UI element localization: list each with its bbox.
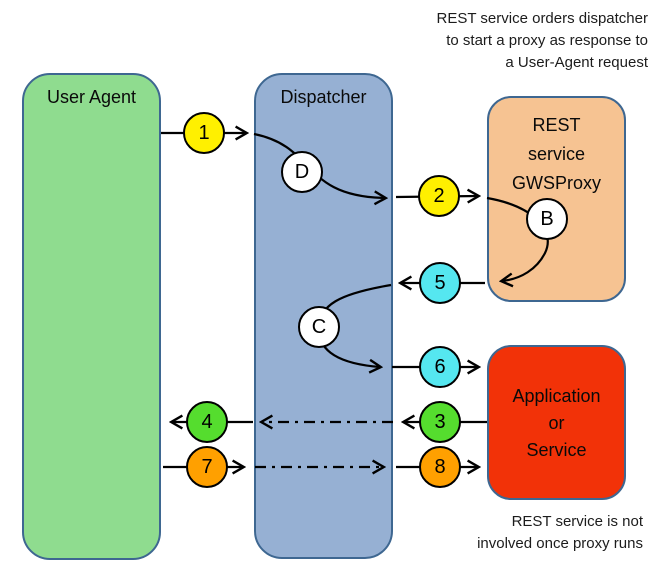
step-6-badge: 6: [419, 346, 461, 388]
bottom-right-annotation: REST service is not involved once proxy …: [343, 511, 643, 555]
annotation-line: to start a proxy as response to: [446, 32, 648, 49]
annotation-line: REST service orders dispatcher: [436, 10, 648, 27]
step-1-badge: 1: [183, 112, 225, 154]
marker-b-badge: B: [526, 198, 568, 240]
marker-c-badge: C: [298, 306, 340, 348]
application-label-line: Service: [526, 440, 587, 460]
application-box: Application or Service: [487, 345, 626, 500]
top-right-annotation: REST service orders dispatcher to start …: [328, 8, 648, 74]
rest-service-label-line: REST: [532, 115, 581, 135]
application-label-line: or: [548, 413, 565, 433]
application-label-line: Application: [512, 386, 601, 406]
arrow-marker-b-curve: [486, 196, 549, 281]
step-5-badge: 5: [419, 262, 461, 304]
user-agent-label: User Agent: [46, 87, 137, 107]
annotation-line: REST service is not: [511, 513, 643, 530]
step-3-badge: 3: [419, 401, 461, 443]
rest-service-label-line: service: [527, 144, 585, 164]
step-8-badge: 8: [419, 446, 461, 488]
dispatcher-label: Dispatcher: [280, 87, 367, 107]
rest-service-label-line: GWSProxy: [511, 173, 601, 193]
step-7-badge: 7: [186, 446, 228, 488]
dispatcher-box: Dispatcher: [254, 73, 393, 559]
user-agent-box: User Agent: [22, 73, 161, 560]
step-4-badge: 4: [186, 401, 228, 443]
rest-service-box: REST service GWSProxy: [487, 96, 626, 302]
marker-d-badge: D: [281, 151, 323, 193]
annotation-line: involved once proxy runs: [477, 535, 643, 552]
annotation-line: a User-Agent request: [505, 54, 648, 71]
step-2-badge: 2: [418, 175, 460, 217]
